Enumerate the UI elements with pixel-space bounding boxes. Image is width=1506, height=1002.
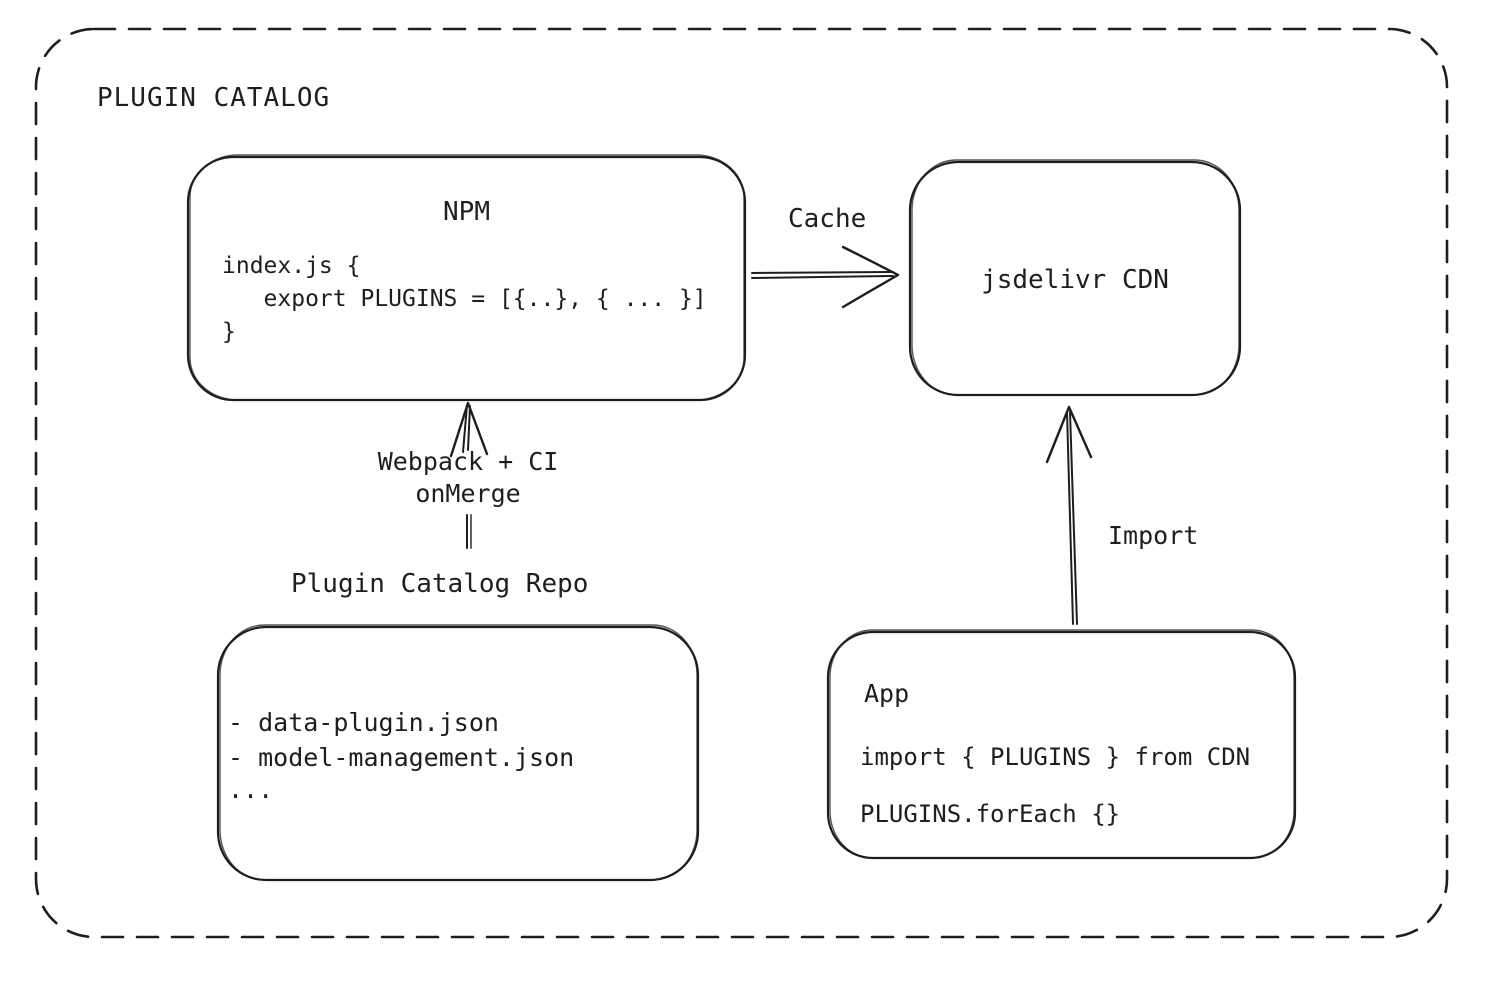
npm-box: [186, 154, 747, 402]
app-box-title: App: [864, 679, 910, 708]
import-arrow-label: Import: [1108, 521, 1199, 550]
build-arrow: [449, 401, 489, 549]
cache-arrow: [751, 245, 900, 309]
repo-file-item-2: - model-management.json: [228, 743, 575, 772]
cdn-box-title: jsdelivr CDN: [981, 265, 1169, 295]
app-box: [826, 629, 1297, 860]
diagram-title: PLUGIN CATALOG: [97, 83, 331, 113]
cdn-box: [908, 159, 1242, 397]
npm-box-title: NPM: [443, 197, 490, 227]
import-arrow: [1045, 405, 1093, 625]
npm-code-line-2: export PLUGINS = [{..}, { ... }]: [222, 286, 707, 312]
npm-code-line-3: }: [222, 319, 236, 345]
build-arrow-label-line-2: onMerge: [415, 479, 521, 508]
plugin-catalog-container-border: [34, 27, 1449, 939]
npm-code-line-1: index.js {: [222, 253, 361, 279]
build-arrow-label-line-1: Webpack + CI: [377, 447, 559, 476]
repo-box: [216, 624, 700, 882]
repo-file-item-1: - data-plugin.json: [228, 708, 499, 737]
cache-arrow-label: Cache: [788, 204, 867, 234]
repo-box-title: Plugin Catalog Repo: [291, 569, 589, 599]
repo-file-item-ellipsis: ...: [228, 775, 274, 804]
app-code-line-1: import { PLUGINS } from CDN: [860, 743, 1251, 771]
app-code-line-2: PLUGINS.forEach {}: [860, 800, 1121, 828]
